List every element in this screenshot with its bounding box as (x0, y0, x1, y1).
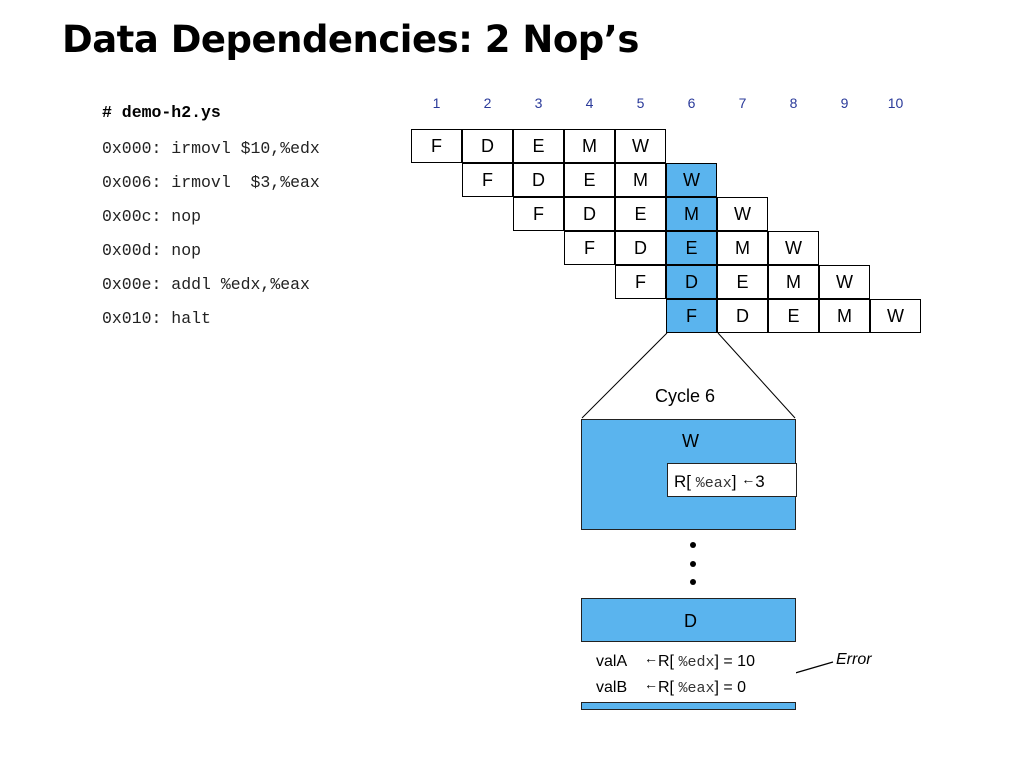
w-assign-arrow-icon: ← (741, 471, 756, 487)
valb-eq: = (723, 679, 733, 696)
stage-cell-m-instr1: M (615, 163, 666, 197)
stage-cell-w-instr1: W (666, 163, 717, 197)
valb-reg: %eax (678, 680, 715, 697)
w-reg-prefix: R[ (674, 472, 691, 491)
stage-cell-m-instr0: M (564, 129, 615, 163)
w-stage-label: W (682, 431, 699, 451)
stage-cell-d-instr4: D (666, 265, 717, 299)
stage-cell-e-instr5: E (768, 299, 819, 333)
vala-label: valA (596, 653, 628, 670)
stage-cell-w-instr2: W (717, 197, 768, 231)
stage-cell-e-instr4: E (717, 265, 768, 299)
stage-cell-d-instr3: D (615, 231, 666, 265)
vala-value: 10 (737, 653, 755, 670)
stage-cell-d-instr0: D (462, 129, 513, 163)
vala-arrow-icon: ← (644, 650, 658, 666)
stage-cell-f-instr2: F (513, 197, 564, 231)
vala-reg: %edx (678, 654, 715, 671)
vala-eq: = (723, 653, 733, 670)
w-reg-name: %eax (695, 475, 732, 492)
stage-cell-m-instr3: M (717, 231, 768, 265)
code-line-0: 0x000: irmovl $10,%edx (102, 139, 320, 158)
cycle-number-8: 8 (789, 95, 798, 111)
stage-cell-f-instr1: F (462, 163, 513, 197)
stage-cell-m-instr4: M (768, 265, 819, 299)
cycle-number-6: 6 (687, 95, 696, 111)
page-title: Data Dependencies: 2 Nop’s (62, 18, 639, 61)
code-line-1: 0x006: irmovl $3,%eax (102, 173, 320, 192)
ellipsis-dot-2 (690, 561, 696, 567)
vala-suffix: ] (714, 653, 719, 670)
stage-cell-d-instr2: D (564, 197, 615, 231)
stage-cell-f-instr4: F (615, 265, 666, 299)
error-label: Error (836, 651, 872, 668)
valb-arrow-icon: ← (644, 676, 658, 692)
code-line-3: 0x00d: nop (102, 241, 202, 260)
vala-prefix: R[ (658, 653, 674, 670)
code-line-2: 0x00c: nop (102, 207, 202, 226)
stage-cell-f-instr3: F (564, 231, 615, 265)
w-register-write: R[ %eax] ←3 (667, 463, 797, 497)
w-stage-box: W R[ %eax] ←3 (581, 419, 797, 530)
stage-cell-e-instr3: E (666, 231, 717, 265)
cycle-number-1: 1 (432, 95, 441, 111)
stage-cell-e-instr1: E (564, 163, 615, 197)
cycle6-label: Cycle 6 (655, 386, 716, 406)
code-line-5: 0x010: halt (102, 309, 211, 328)
w-reg-value: 3 (755, 472, 765, 491)
w-reg-suffix: ] (731, 472, 737, 491)
stage-cell-m-instr5: M (819, 299, 870, 333)
code-header: # demo-h2.ys (102, 103, 221, 122)
stage-cell-d-instr1: D (513, 163, 564, 197)
cycle-number-4: 4 (585, 95, 594, 111)
cycle-number-3: 3 (534, 95, 543, 111)
valb-prefix: R[ (658, 679, 674, 696)
valb-suffix: ] (714, 679, 719, 696)
stage-cell-f-instr5: F (666, 299, 717, 333)
ellipsis-dot-3 (690, 579, 696, 585)
d-register-read: valA ←R[ %edx] = 10 valB ←R[ %eax] = 0 (581, 641, 796, 703)
stage-cell-w-instr5: W (870, 299, 921, 333)
stage-cell-w-instr4: W (819, 265, 870, 299)
code-line-4: 0x00e: addl %edx,%eax (102, 275, 310, 294)
valb-row: valB ←R[ %eax] = 0 (596, 676, 746, 697)
stage-cell-e-instr0: E (513, 129, 564, 163)
stage-cell-w-instr3: W (768, 231, 819, 265)
cycle-number-9: 9 (840, 95, 849, 111)
d-stage-box: D valA ←R[ %edx] = 10 valB ←R[ %eax] = 0 (581, 598, 796, 710)
valb-value: 0 (737, 679, 747, 696)
cycle-number-2: 2 (483, 95, 492, 111)
stage-cell-w-instr0: W (615, 129, 666, 163)
ellipsis-dot-1 (690, 542, 696, 548)
cycle-number-10: 10 (887, 95, 904, 111)
stage-cell-e-instr2: E (615, 197, 666, 231)
vala-row: valA ←R[ %edx] = 10 (596, 650, 755, 671)
d-stage-label: D (684, 611, 697, 631)
stage-cell-f-instr0: F (411, 129, 462, 163)
stage-cell-d-instr5: D (717, 299, 768, 333)
valb-label: valB (596, 679, 628, 696)
stage-cell-m-instr2: M (666, 197, 717, 231)
zoom-line-right (717, 332, 796, 419)
cycle-number-5: 5 (636, 95, 645, 111)
cycle-number-7: 7 (738, 95, 747, 111)
